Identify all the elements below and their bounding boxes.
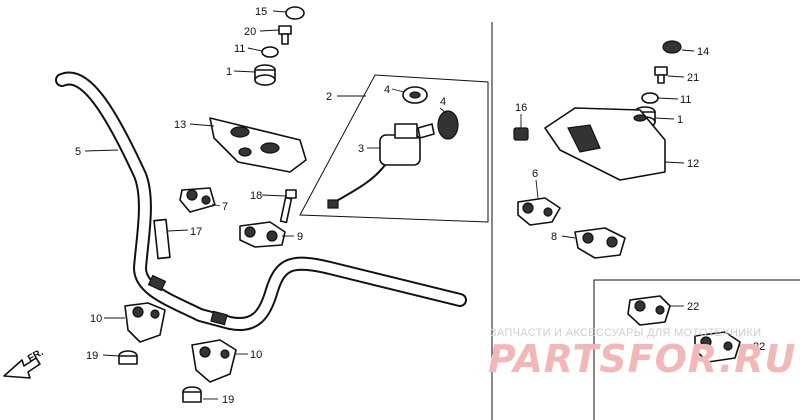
callout-7: 7 xyxy=(222,201,228,213)
callout-15: 15 xyxy=(255,6,267,18)
handlebar xyxy=(55,71,467,332)
callout-3: 3 xyxy=(358,143,364,155)
callout-1: 1 xyxy=(226,66,232,78)
cap-part-14 xyxy=(662,40,682,54)
callout-14: 14 xyxy=(697,46,709,58)
callout-4a: 4 xyxy=(384,84,390,96)
callout-22a: 22 xyxy=(687,301,699,313)
cap-part-4b xyxy=(437,110,459,140)
nut-part-19a xyxy=(118,350,138,365)
cap-part-4a xyxy=(402,86,428,104)
holder-part-7 xyxy=(179,187,216,213)
washer-part-11b xyxy=(641,92,659,104)
callout-20: 20 xyxy=(244,26,256,38)
holder-part-22b xyxy=(694,331,741,363)
ignition-switch-part-3 xyxy=(327,123,435,209)
callout-11b: 11 xyxy=(680,94,691,106)
watermark-logo: PARTSFOR.RU xyxy=(488,337,796,381)
callout-2: 2 xyxy=(326,91,332,103)
callout-22b: 22 xyxy=(753,341,765,353)
lower-holder-part-10a xyxy=(124,302,166,343)
washer-part-11a xyxy=(261,46,279,58)
callout-21: 21 xyxy=(687,72,699,84)
holder-part-8 xyxy=(574,227,626,259)
front-direction-arrow: FR. xyxy=(3,347,46,379)
watermark-tagline: ЗАПЧАСТИ И АКСЕССУАРЫ ДЛЯ МОТОТЕХНИКИ xyxy=(490,327,761,339)
callout-17: 17 xyxy=(190,226,202,238)
callout-18: 18 xyxy=(250,190,262,202)
callout-8: 8 xyxy=(551,231,557,243)
bolt-part-21 xyxy=(654,66,668,84)
direction-label: FR. xyxy=(26,347,46,365)
callout-11: 11 xyxy=(234,43,245,55)
inset-frame xyxy=(593,279,800,420)
callout-10b: 10 xyxy=(250,349,262,361)
bolt-part-20 xyxy=(278,25,292,45)
bolt-part-18 xyxy=(279,189,297,224)
callout-10a: 10 xyxy=(90,313,102,325)
nut-part-16 xyxy=(513,127,529,141)
callout-12: 12 xyxy=(687,158,699,170)
watermark: ЗАПЧАСТИ И АКСЕССУАРЫ ДЛЯ МОТОТЕХНИКИ PA… xyxy=(488,327,796,381)
handlebar-cover-part-13 xyxy=(209,117,307,173)
collar-part-1a xyxy=(254,64,276,86)
callout-5: 5 xyxy=(75,146,81,158)
holder-part-22a xyxy=(627,295,671,326)
holder-part-9 xyxy=(239,221,286,248)
nut-part-19b xyxy=(182,386,202,403)
callout-labels: 15 20 11 1 13 5 7 18 9 17 2 4 4 3 10 19 … xyxy=(75,6,765,406)
cap-part-15 xyxy=(285,6,305,20)
callout-1b: 1 xyxy=(677,114,683,126)
holder-part-6 xyxy=(517,197,561,226)
grip-sleeve xyxy=(153,218,171,260)
ignition-switch-box xyxy=(299,74,489,223)
lower-holder-part-10b xyxy=(191,339,237,383)
callout-13: 13 xyxy=(174,119,186,131)
cover-part-12 xyxy=(544,107,666,181)
callout-19a: 19 xyxy=(86,350,98,362)
leader-lines xyxy=(84,10,750,400)
callout-9: 9 xyxy=(297,231,303,243)
callout-4b: 4 xyxy=(440,96,446,108)
callout-19b: 19 xyxy=(222,394,234,406)
callout-16: 16 xyxy=(515,102,527,114)
callout-6: 6 xyxy=(532,168,538,180)
